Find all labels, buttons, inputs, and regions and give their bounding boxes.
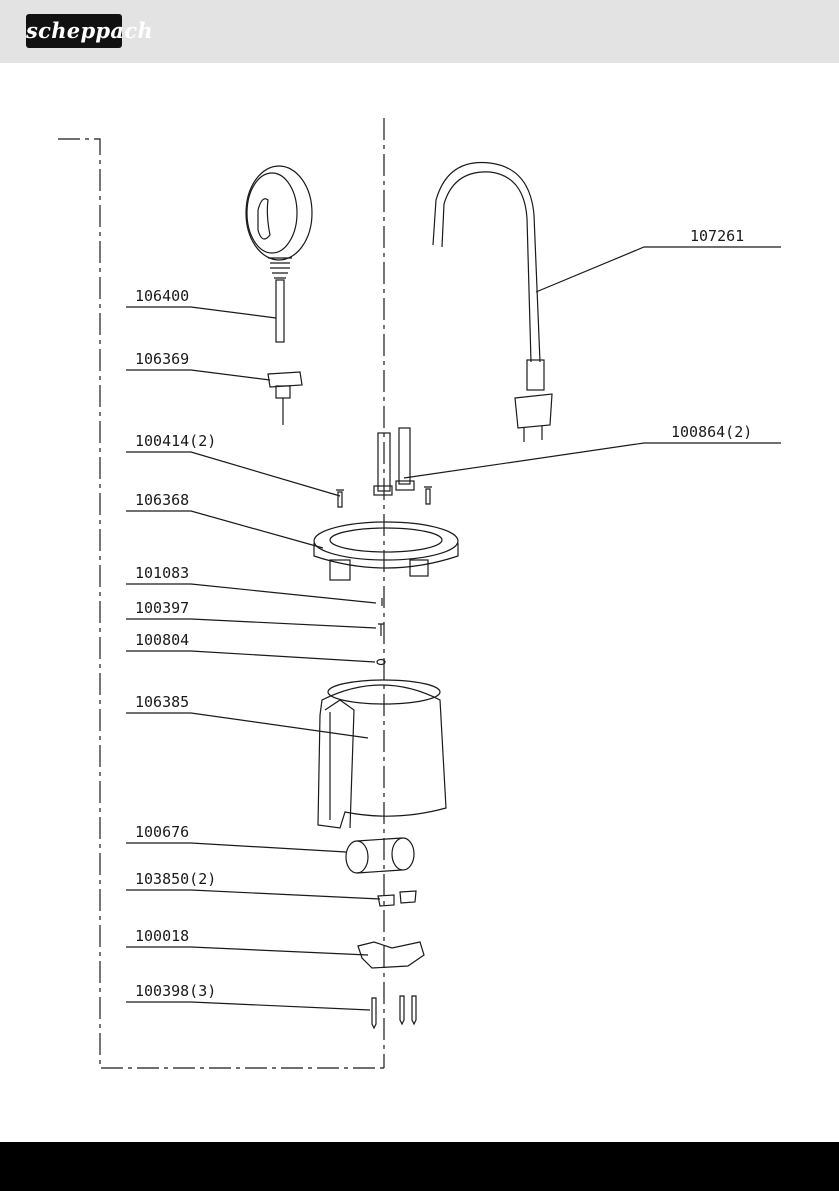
part-label-100397: 100397	[135, 599, 189, 617]
part-label-106369: 106369	[135, 350, 189, 368]
cover-ring-drawing	[314, 522, 458, 580]
part-label-101083: 101083	[135, 564, 189, 582]
sleeves-drawing	[374, 428, 414, 495]
part-label-100414: 100414(2)	[135, 432, 216, 450]
footer-bar	[0, 1142, 839, 1191]
part-label-107261: 107261	[690, 227, 744, 245]
cable-clamp-drawing	[268, 372, 302, 425]
housing-drawing	[318, 680, 446, 828]
part-label-106400: 106400	[135, 287, 189, 305]
assembly-frame	[58, 139, 384, 1068]
screw-bottom-2	[400, 996, 404, 1024]
pipe-drawing	[346, 838, 414, 873]
part-label-106368: 106368	[135, 491, 189, 509]
screw-top-left	[336, 490, 344, 507]
part-label-100398: 100398(3)	[135, 982, 216, 1000]
part-label-100676: 100676	[135, 823, 189, 841]
part-100397-screw	[378, 624, 384, 636]
part-label-103850: 103850(2)	[135, 870, 216, 888]
part-label-106385: 106385	[135, 693, 189, 711]
screw-top-right	[424, 487, 432, 504]
screw-bottom-3	[412, 996, 416, 1024]
part-label-100864: 100864(2)	[671, 423, 752, 441]
part-label-100804: 100804	[135, 631, 189, 649]
screw-bottom-1	[372, 998, 376, 1028]
power-cable-drawing	[433, 162, 552, 442]
part-label-100018: 100018	[135, 927, 189, 945]
